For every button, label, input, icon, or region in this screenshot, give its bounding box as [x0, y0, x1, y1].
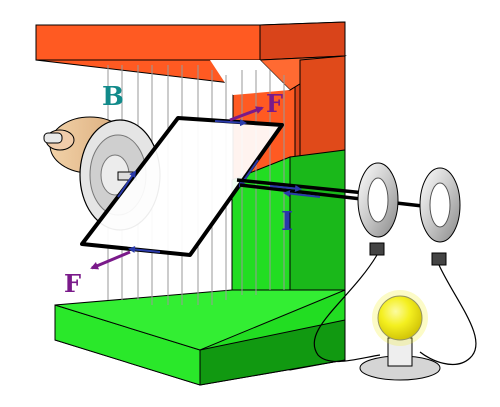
slip-rings [357, 162, 461, 266]
lead-current-arrow-bottom [283, 190, 321, 198]
coil-loop [80, 116, 284, 257]
light-bulb [359, 290, 441, 381]
north-pole-magnet [35, 21, 347, 181]
south-pole-magnet [54, 149, 346, 386]
force-arrow-top [229, 106, 264, 122]
force-arrow-bottom [90, 250, 131, 270]
current-label: I [281, 207, 293, 237]
slip-ring-right [419, 167, 461, 266]
coil-current-arrow-bottom [128, 246, 161, 253]
coil-current-arrow-left [117, 170, 137, 198]
coil-leads [236, 178, 441, 210]
coil-current-arrow-top [214, 119, 247, 127]
field-label: B [102, 82, 124, 112]
lead-current-arrow-top [269, 185, 302, 192]
bulb-wires [313, 254, 477, 365]
force-label-top: F [266, 89, 283, 118]
force-label-bottom: F [64, 269, 81, 298]
slip-ring-left [357, 162, 399, 256]
